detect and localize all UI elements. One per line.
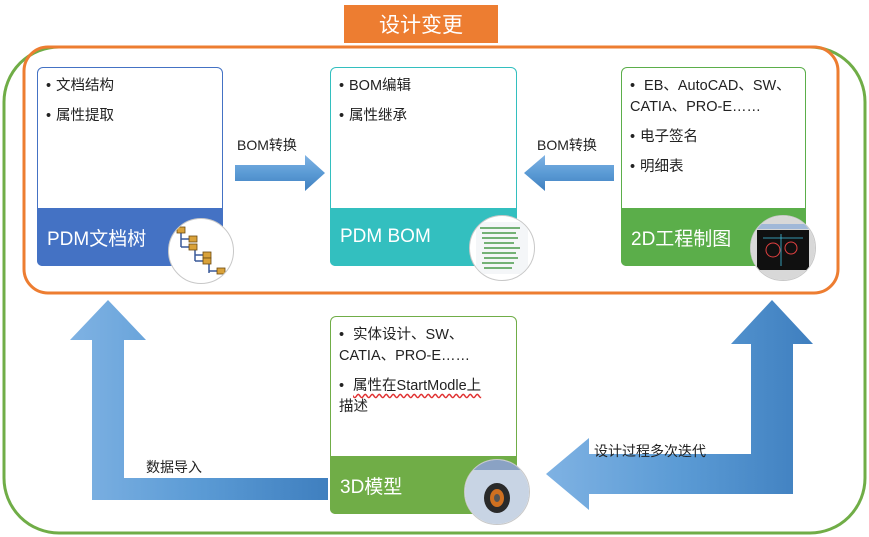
bom-list-screenshot-icon <box>469 215 535 281</box>
model-3d-label: 3D模型 <box>340 476 403 498</box>
drawing-to-bom-label: BOM转换 <box>537 137 597 153</box>
3d-part-screenshot-icon <box>464 459 530 525</box>
arrow-tree-to-bom <box>235 155 325 191</box>
design-change-title: 设计变更 <box>344 5 498 43</box>
arrow-drawing-to-bom <box>524 155 614 191</box>
list-item-line: 属性在StartModle上 <box>353 378 482 394</box>
cad-drawing-screenshot-icon <box>750 215 816 281</box>
pdm-tree-label: PDM文档树 <box>47 228 147 250</box>
list-item-line: 实体设计、SW、 <box>353 327 464 343</box>
iteration-label: 设计过程多次迭代 <box>594 443 706 459</box>
pdm-tree-card: 文档结构 属性提取 PDM文档树 <box>37 67 234 284</box>
arrow-iteration <box>546 300 813 510</box>
tree-to-bom-label: BOM转换 <box>237 137 297 153</box>
list-item: 实体设计、SW、 CATIA、PRO-E…… <box>339 325 510 367</box>
drawing-2d-label: 2D工程制图 <box>631 228 732 250</box>
model-3d-card: 实体设计、SW、 CATIA、PRO-E…… 属性在StartModle上 描述… <box>330 316 530 525</box>
list-item: 属性继承 <box>339 106 510 127</box>
list-item-line: CATIA、PRO-E…… <box>339 348 471 364</box>
inner-orange-frame <box>22 45 840 295</box>
list-item: 属性提取 <box>46 106 216 127</box>
list-item: 文档结构 <box>46 76 216 97</box>
drawing-2d-card: EB、AutoCAD、SW、 CATIA、PRO-E…… 电子签名 明细表 2D… <box>621 67 816 281</box>
list-item: 明细表 <box>630 157 799 178</box>
list-item: 电子签名 <box>630 127 799 148</box>
pdm-tree-items: 文档结构 属性提取 <box>38 68 222 127</box>
pdm-bom-label: PDM BOM <box>340 226 431 247</box>
pdm-bom-items: BOM编辑 属性继承 <box>331 68 516 127</box>
list-item-line: EB、AutoCAD、SW、 <box>644 78 791 94</box>
list-item-line: 描述 <box>339 399 368 415</box>
tree-structure-icon <box>168 218 234 284</box>
list-item-line: CATIA、PRO-E…… <box>630 99 762 115</box>
arrow-model-to-tree <box>70 300 328 500</box>
model-3d-items: 实体设计、SW、 CATIA、PRO-E…… 属性在StartModle上 描述 <box>331 317 516 418</box>
list-item: EB、AutoCAD、SW、 CATIA、PRO-E…… <box>630 76 799 118</box>
drawing-2d-items: EB、AutoCAD、SW、 CATIA、PRO-E…… 电子签名 明细表 <box>622 68 805 178</box>
model-to-tree-label: 数据导入 <box>146 459 202 475</box>
list-item: 属性在StartModle上 描述 <box>339 376 510 418</box>
pdm-bom-card: BOM编辑 属性继承 PDM BOM <box>330 67 535 281</box>
list-item: BOM编辑 <box>339 76 510 97</box>
